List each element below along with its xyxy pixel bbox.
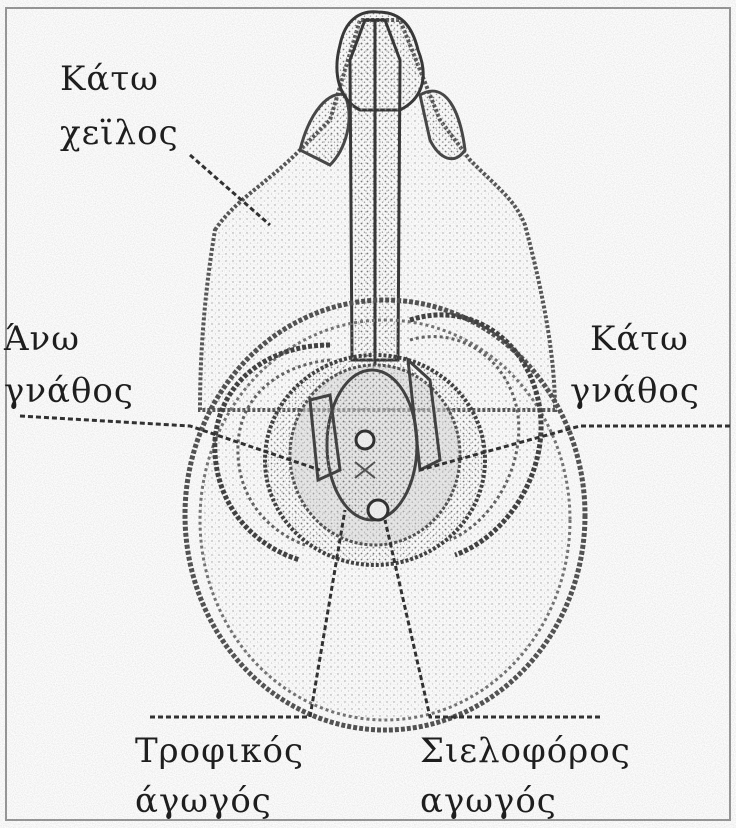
label-salivary-duct-line2: αγωγός bbox=[420, 780, 557, 822]
label-lower-jaw-line1: Κάτω bbox=[590, 318, 689, 360]
label-lower-lip-line2: χεϊλος bbox=[60, 112, 179, 154]
label-salivary-duct-line1: Σιελοφόρος bbox=[420, 730, 631, 772]
label-food-canal-line1: Τροφικός bbox=[135, 730, 304, 772]
label-food-canal-line2: άγωγός bbox=[135, 780, 272, 822]
label-lower-jaw-line2: γνάθος bbox=[570, 370, 700, 412]
label-lower-lip-line1: Κάτω bbox=[60, 58, 159, 100]
label-upper-jaw-line1: Άνω bbox=[4, 318, 80, 360]
label-upper-jaw-line2: γνάθος bbox=[4, 370, 134, 412]
